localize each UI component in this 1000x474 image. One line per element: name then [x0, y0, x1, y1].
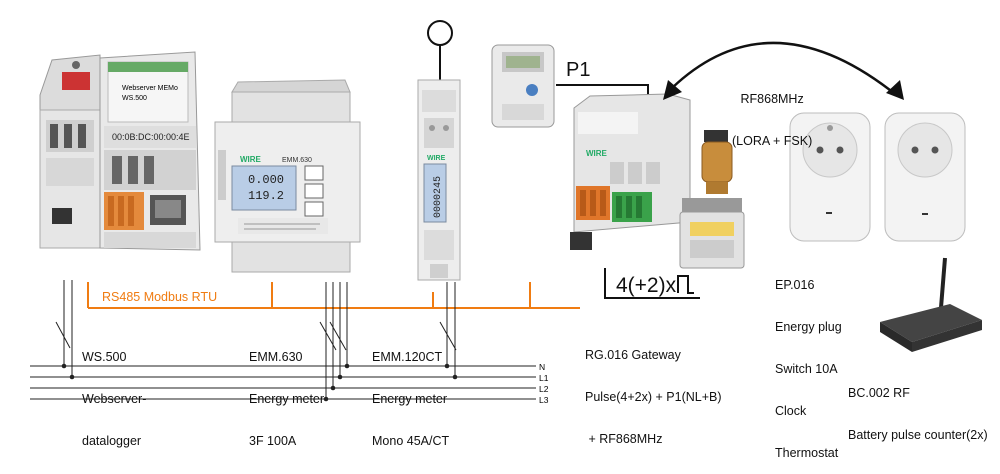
ws500-title-text: Webserver MEMo [122, 85, 178, 92]
emm120-label: EMM.120CT Energy meter Mono 45A/CT [372, 322, 449, 462]
energy-plug-2 [884, 112, 966, 242]
line-label-l1: L1 [539, 373, 549, 383]
line-label-n: N [539, 362, 545, 372]
ws500-label: WS.500 Webserver- datalogger [82, 322, 146, 462]
emm120-brand-text: WIRE [427, 155, 446, 162]
ep016-label: EP.016 Energy plug Switch 10A Clock Ther… [775, 250, 842, 474]
rf-arrow-left [663, 80, 682, 100]
ep016-label-line: Switch 10A [775, 362, 838, 376]
emm630-model-text: EMM.630 [282, 157, 312, 164]
rf-arrow-right [886, 80, 904, 100]
rf-link-arc [671, 41, 896, 95]
rg016-label-line: Pulse(4+2x) + P1(NL+B) [585, 390, 722, 404]
bc002-label: BC.002 RF Battery pulse counter(2x) [848, 358, 988, 456]
rg016-label-line: + RF868MHz [585, 432, 663, 446]
water-meter-device [701, 130, 733, 194]
emm630-lcd-line1: 0.000 [248, 173, 284, 187]
energy-plug-1 [789, 112, 871, 242]
ep016-label-line: Thermostat [775, 446, 839, 460]
ws500-model-text: WS.500 [122, 95, 147, 102]
ws500-mac-text: 00:0B:DC:00:00:4E [112, 132, 190, 142]
gas-meter-device [679, 198, 745, 269]
rg016-device: WIRE [570, 93, 691, 250]
emm630-device: WIRE EMM.630 0.000 119.2 [214, 79, 361, 273]
diagram-svg: Webserver MEMo WS.500 00:0B:DC:00:00:4E … [30, 20, 982, 405]
pulse-icon [677, 275, 694, 294]
ws500-label-line: datalogger [82, 434, 142, 448]
line-label-l3: L3 [539, 395, 549, 405]
emm120-wiring [439, 282, 457, 377]
ep016-label-line: Clock [775, 404, 807, 418]
ws500-label-line: WS.500 [82, 350, 127, 364]
bc002-label-line: Battery pulse counter(2x) [848, 428, 988, 442]
rg016-label: RG.016 Gateway Pulse(4+2x) + P1(NL+B) + … [585, 320, 722, 460]
emm630-lcd-line2: 119.2 [248, 189, 284, 203]
battery-counter-device [880, 257, 982, 352]
smart-meter-device [491, 44, 555, 128]
ep016-label-line: Energy plug [775, 320, 842, 334]
ws500-label-line: Webserver- [82, 392, 147, 406]
emm630-wiring [319, 282, 348, 399]
line-label-l2: L2 [539, 384, 549, 394]
rf-label: RF868MHz (LORA + FSK) [732, 64, 812, 162]
rg016-brand-text: WIRE [586, 149, 608, 158]
emm630-label: EMM.630 Energy meter 3F 100A [249, 322, 324, 462]
emm630-label-line: EMM.630 [249, 350, 303, 364]
emm630-brand-text: WIRE [240, 155, 262, 164]
pulse-bracket [604, 268, 700, 299]
bc002-label-line: BC.002 RF [848, 386, 910, 400]
rg016-label-line: RG.016 Gateway [585, 348, 681, 362]
emm120-device: WIRE 0000245 [417, 20, 461, 281]
ws500-wiring [55, 280, 73, 377]
rs485-label: RS485 Modbus RTU [102, 290, 217, 304]
emm630-label-line: Energy meter [249, 392, 325, 406]
emm120-label-line: EMM.120CT [372, 350, 443, 364]
ws500-device: Webserver MEMo WS.500 00:0B:DC:00:00:4E [39, 51, 201, 251]
diagram-canvas: Webserver MEMo WS.500 00:0B:DC:00:00:4E … [30, 20, 988, 460]
emm120-label-line: Mono 45A/CT [372, 434, 450, 448]
ep016-label-line: EP.016 [775, 278, 815, 292]
rf-label-line: (LORA + FSK) [732, 134, 813, 148]
pulse-label: 4(+2)x [616, 274, 677, 297]
emm630-label-line: 3F 100A [249, 434, 297, 448]
rf-label-line: RF868MHz [740, 92, 804, 106]
p1-label: P1 [566, 59, 590, 81]
emm120-lcd: 0000245 [433, 176, 444, 218]
emm120-label-line: Energy meter [372, 392, 448, 406]
